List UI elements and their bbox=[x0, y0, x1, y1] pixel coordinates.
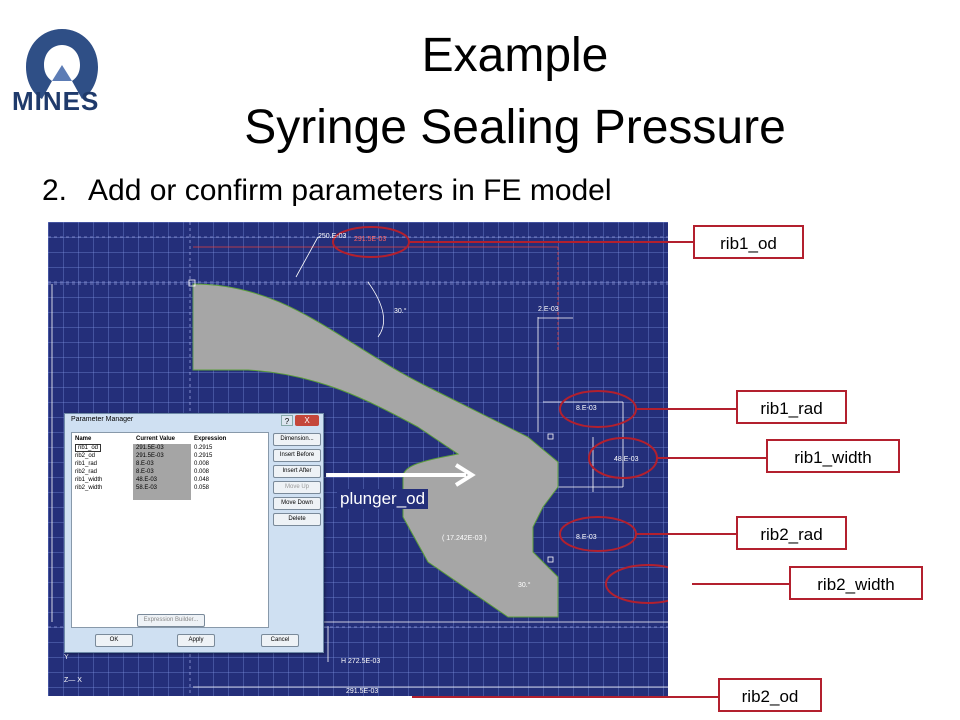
callout-rib1-od: rib1_od bbox=[693, 225, 804, 259]
apply-button[interactable]: Apply bbox=[177, 634, 215, 647]
plunger-od-label: plunger_od bbox=[337, 489, 429, 509]
param-name[interactable]: rib1_od bbox=[75, 444, 102, 452]
col-current-value[interactable]: Current Value bbox=[136, 435, 176, 442]
param-expression[interactable]: 0.008 bbox=[194, 469, 210, 475]
callout-rib1-width: rib1_width bbox=[766, 439, 900, 473]
table-row[interactable]: rib1_od 291.5E-03 0.2915 bbox=[72, 444, 257, 452]
dialog-title: Parameter Manager bbox=[71, 416, 134, 423]
param-value: 8.E-03 bbox=[133, 468, 191, 476]
param-value: 48.E-03 bbox=[133, 476, 191, 484]
param-value: 291.5E-03 bbox=[133, 452, 191, 460]
insert-before-button[interactable]: Insert Before bbox=[273, 449, 321, 462]
callout-rib1-rad: rib1_rad bbox=[736, 390, 847, 424]
param-name[interactable]: rib2_rad bbox=[75, 469, 98, 475]
insert-after-button[interactable]: Insert After bbox=[273, 465, 321, 478]
dimension-button[interactable]: Dimension... bbox=[273, 433, 321, 446]
close-button[interactable]: X bbox=[295, 415, 319, 426]
param-expression[interactable]: 0.2915 bbox=[194, 445, 213, 451]
move-down-button[interactable]: Move Down bbox=[273, 497, 321, 510]
dim-rib2-rad[interactable]: 8.E-03 bbox=[576, 534, 597, 541]
param-name[interactable]: rib1_width bbox=[75, 477, 103, 483]
slide-title-line2: Syringe Sealing Pressure bbox=[244, 101, 786, 154]
dim-rib1-rad[interactable]: 8.E-03 bbox=[576, 405, 597, 412]
param-expression[interactable]: 0.2915 bbox=[194, 453, 213, 459]
callout-rib2-width: rib2_width bbox=[789, 566, 923, 600]
expression-builder-button[interactable]: Expression Builder... bbox=[137, 614, 205, 627]
move-up-button[interactable]: Move Up bbox=[273, 481, 321, 494]
table-row[interactable]: rib2_width 58.E-03 0.058 bbox=[72, 484, 257, 492]
table-row[interactable]: rib2_od 291.5E-03 0.2915 bbox=[72, 452, 257, 460]
step-number: 2. bbox=[42, 174, 68, 207]
dim-272[interactable]: H 272.5E-03 bbox=[341, 658, 381, 665]
param-value: 291.5E-03 bbox=[133, 444, 191, 452]
cad-sketch bbox=[48, 222, 668, 696]
cancel-button[interactable]: Cancel bbox=[261, 634, 299, 647]
slide-title-line1: Example bbox=[421, 29, 609, 82]
dim-250[interactable]: 250.E-03 bbox=[318, 233, 347, 240]
dim-2e03[interactable]: 2.E-03 bbox=[538, 306, 559, 313]
logo-text: MINES bbox=[12, 86, 100, 116]
table-row[interactable]: rib1_rad 8.E-03 0.008 bbox=[72, 460, 257, 468]
param-expression[interactable]: 0.058 bbox=[194, 485, 210, 491]
dim-angle-30b[interactable]: 30.° bbox=[518, 582, 531, 589]
param-name[interactable]: rib1_rad bbox=[75, 461, 98, 467]
col-name[interactable]: Name bbox=[75, 435, 92, 442]
param-expression[interactable]: 0.008 bbox=[194, 461, 210, 467]
dim-17242[interactable]: ( 17.242E-03 ) bbox=[442, 535, 487, 542]
dim-rib1-od[interactable]: 291.5E-03 bbox=[354, 236, 387, 243]
step-bullet: 2. Add or confirm parameters in FE model bbox=[42, 174, 612, 208]
callout-rib2-rad: rib2_rad bbox=[736, 516, 847, 550]
param-value: 8.E-03 bbox=[133, 460, 191, 468]
step-text: Add or confirm parameters in FE model bbox=[88, 174, 612, 207]
table-row[interactable]: rib2_rad 8.E-03 0.008 bbox=[72, 468, 257, 476]
col-expression[interactable]: Expression bbox=[194, 435, 227, 442]
param-value: 58.E-03 bbox=[133, 484, 191, 492]
table-row-empty[interactable] bbox=[72, 492, 257, 500]
param-expression[interactable]: 0.048 bbox=[194, 477, 210, 483]
param-name[interactable]: rib2_od bbox=[75, 453, 96, 459]
parameter-manager-dialog[interactable]: Parameter Manager ? X Name Current Value… bbox=[64, 413, 324, 653]
param-name[interactable]: rib2_width bbox=[75, 485, 103, 491]
dim-rib2-od[interactable]: 291.5E-03 bbox=[346, 688, 379, 695]
parameter-table[interactable]: Name Current Value Expression rib1_od 29… bbox=[71, 432, 269, 628]
dim-rib1-width[interactable]: 48.E-03 bbox=[614, 456, 639, 463]
callout-rib2-od: rib2_od bbox=[718, 678, 822, 712]
axis-y-label: Y bbox=[64, 654, 69, 661]
delete-button[interactable]: Delete bbox=[273, 513, 321, 526]
table-row[interactable]: rib1_width 48.E-03 0.048 bbox=[72, 476, 257, 484]
mines-logo bbox=[26, 29, 98, 99]
dim-angle-30a[interactable]: 30.° bbox=[394, 308, 407, 315]
ok-button[interactable]: OK bbox=[95, 634, 133, 647]
help-button[interactable]: ? bbox=[281, 415, 293, 426]
axis-zx-label: Z— X bbox=[64, 677, 82, 684]
